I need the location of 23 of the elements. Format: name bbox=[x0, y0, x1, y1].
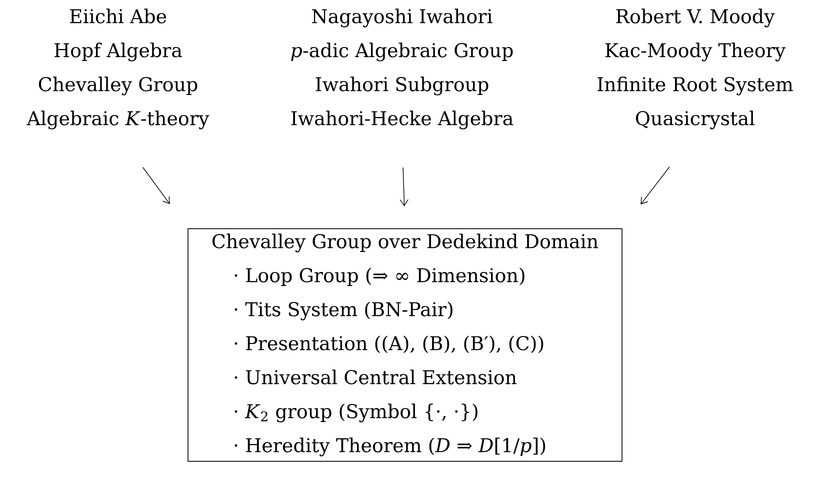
list-item: · Universal Central Extension bbox=[234, 370, 517, 384]
topic-text: p-adic Algebraic Group bbox=[291, 42, 513, 62]
arrow bbox=[142, 167, 170, 204]
author-name: Eiichi Abe bbox=[70, 8, 166, 24]
list-item: · Heredity Theorem (D ⇒ D[1/p]) bbox=[234, 438, 546, 456]
author-name: Nagayoshi Iwahori bbox=[312, 8, 492, 28]
topic-box bbox=[188, 228, 622, 462]
topic-text: Chevalley Group bbox=[38, 76, 198, 96]
topic-text: Algebraic K-theory bbox=[26, 110, 210, 130]
topic-text: Kac-Moody Theory bbox=[605, 42, 786, 62]
arrow bbox=[400, 167, 408, 206]
topic-text: Quasicrystal bbox=[636, 110, 755, 130]
topic-text: Infinite Root System bbox=[598, 76, 793, 96]
list-item: · Loop Group (⇒ ∞ Dimension) bbox=[234, 268, 524, 286]
arrow bbox=[640, 166, 670, 204]
box-title: Chevalley Group over Dedekind Domain bbox=[212, 234, 598, 252]
topic-text: Iwahori-Hecke Algebra bbox=[291, 110, 514, 130]
list-item: · Presentation ((A), (B), (B′), (C)) bbox=[234, 336, 544, 354]
author-name: Robert V. Moody bbox=[616, 8, 775, 28]
list-item: · K$_{2}$ group (Symbol {·, ·}) bbox=[234, 404, 478, 422]
topic-text: Iwahori Subgroup bbox=[316, 76, 488, 96]
list-item: · Tits System (BN-Pair) bbox=[234, 302, 452, 320]
topic-text: Hopf Algebra bbox=[54, 42, 182, 62]
